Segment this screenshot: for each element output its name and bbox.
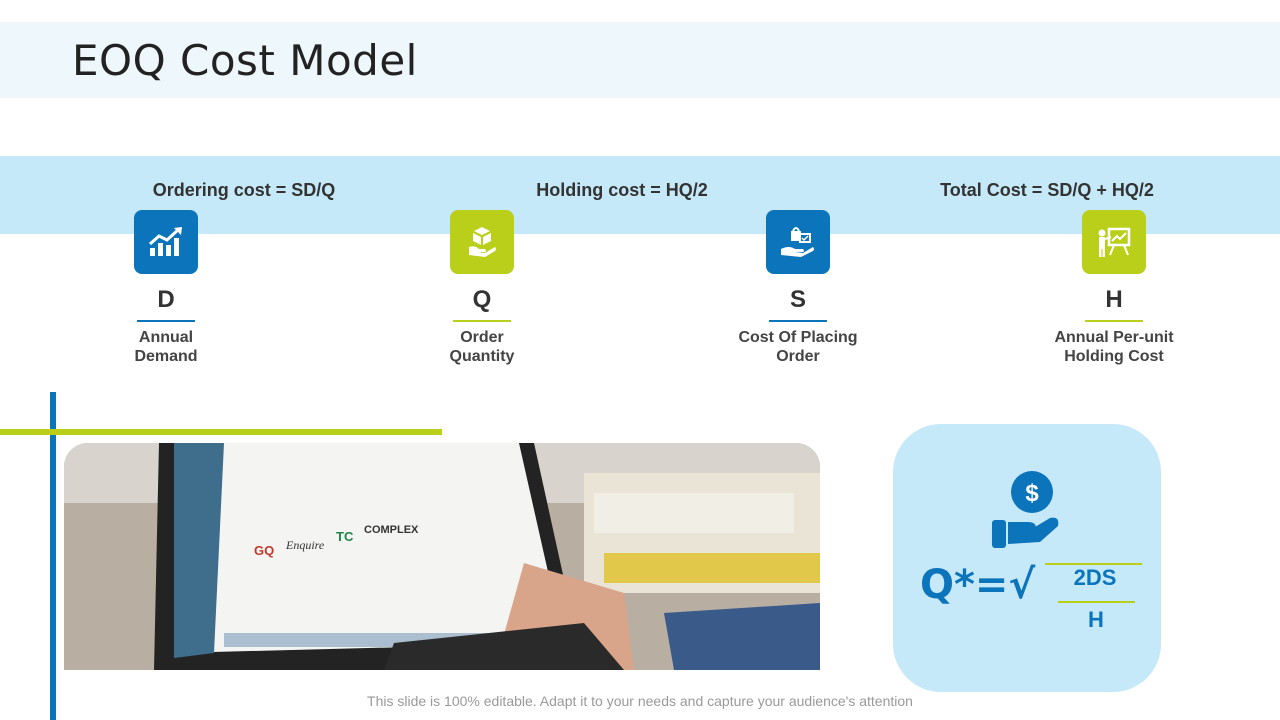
- chart-growth-icon: [134, 210, 198, 274]
- variable-description: Cost Of Placing Order: [738, 329, 858, 365]
- variable-divider: [137, 320, 195, 322]
- variable-divider: [769, 320, 827, 322]
- variable-divider: [453, 320, 511, 322]
- fraction-top-line: [1045, 563, 1142, 565]
- photo-screen-text: Enquire: [285, 538, 325, 552]
- holding-cost-formula: Holding cost = HQ/2: [536, 180, 708, 200]
- horizontal-accent-bar: [0, 429, 442, 435]
- variable-divider: [1085, 320, 1143, 322]
- page-title: EOQ Cost Model: [72, 36, 418, 85]
- photo-screen-text: COMPLEX: [364, 524, 419, 536]
- fraction-bar: [1058, 601, 1135, 603]
- laptop-typing-photo: GQ Enquire TC COMPLEX: [64, 443, 820, 670]
- variable-annual-holding-cost: H Annual Per-unit Holding Cost: [1004, 210, 1224, 366]
- ordering-cost-formula: Ordering cost = SD/Q: [152, 180, 336, 200]
- variable-order-quantity: Q Order Quantity: [372, 210, 592, 366]
- total-cost-formula: Total Cost = SD/Q + HQ/2: [940, 180, 1154, 200]
- formula-band: [0, 156, 1280, 234]
- eoq-formula-lhs: Q*=√: [920, 562, 1036, 608]
- hand-coin-icon: $: [990, 470, 1062, 555]
- photo-screen-text: GQ: [254, 543, 274, 558]
- eoq-denominator: H: [1088, 607, 1104, 632]
- title-band: [0, 22, 1280, 98]
- footer-note: This slide is 100% editable. Adapt it to…: [367, 693, 913, 709]
- eoq-numerator: 2DS: [1073, 565, 1117, 590]
- presentation-icon: [1082, 210, 1146, 274]
- variable-annual-demand: D Annual Demand: [56, 210, 276, 366]
- variable-letter: D: [157, 286, 175, 313]
- eoq-formula-card: [893, 424, 1161, 692]
- box-stack-icon: [450, 210, 514, 274]
- photo-screen-text: TC: [336, 529, 354, 544]
- photo-illustration: GQ Enquire TC COMPLEX: [64, 443, 820, 670]
- variable-letter: Q: [472, 286, 492, 313]
- variable-description: Order Quantity: [449, 329, 515, 365]
- variable-cost-of-placing-order: S Cost Of Placing Order: [688, 210, 908, 366]
- variable-letter: S: [789, 286, 806, 313]
- variable-letter: H: [1105, 286, 1123, 313]
- hand-bag-icon: [766, 210, 830, 274]
- variable-description: Annual Demand: [134, 329, 198, 365]
- variable-description: Annual Per-unit Holding Cost: [1054, 329, 1174, 365]
- vertical-accent-bar: [50, 392, 56, 720]
- svg-text:$: $: [1025, 480, 1039, 507]
